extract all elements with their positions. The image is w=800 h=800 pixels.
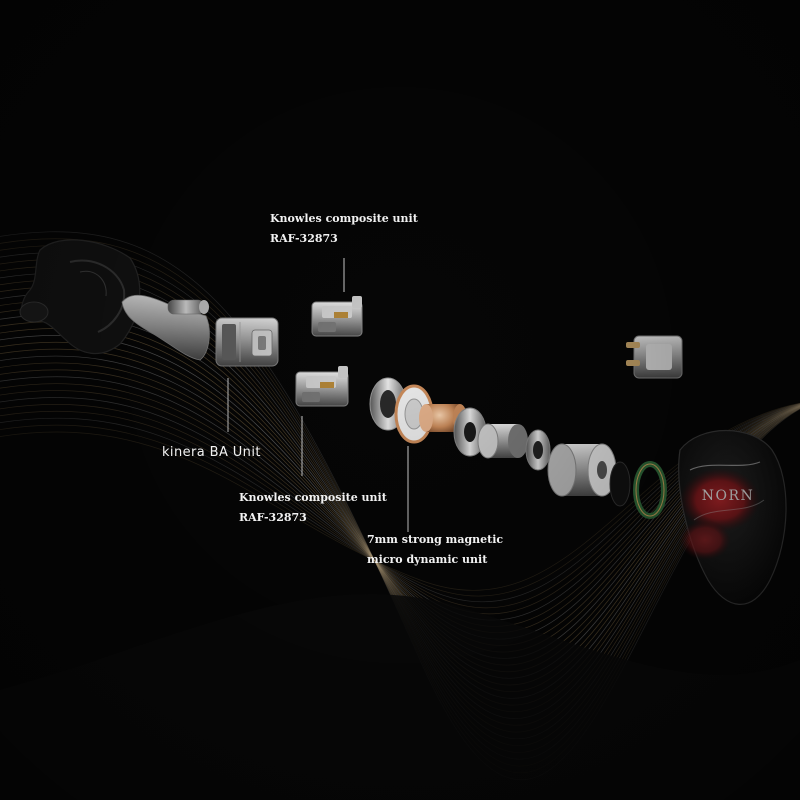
label-knowles-bottom: Knowles composite unit RAF-32873	[239, 488, 387, 528]
label-dynamic-line2: micro dynamic unit	[367, 553, 488, 566]
label-knowles-top-line1: Knowles composite unit	[270, 212, 418, 225]
label-knowles-bottom-line1: Knowles composite unit	[239, 491, 387, 504]
label-dynamic-unit: 7mm strong magnetic micro dynamic unit	[367, 530, 503, 570]
label-knowles-top-line2: RAF-32873	[270, 232, 338, 245]
label-kinera-ba: kinera BA Unit	[162, 443, 261, 463]
label-kinera-ba-text: kinera BA Unit	[162, 445, 261, 460]
label-knowles-bottom-line2: RAF-32873	[239, 511, 307, 524]
label-knowles-top: Knowles composite unit RAF-32873	[270, 209, 418, 249]
label-dynamic-line1: 7mm strong magnetic	[367, 533, 504, 546]
